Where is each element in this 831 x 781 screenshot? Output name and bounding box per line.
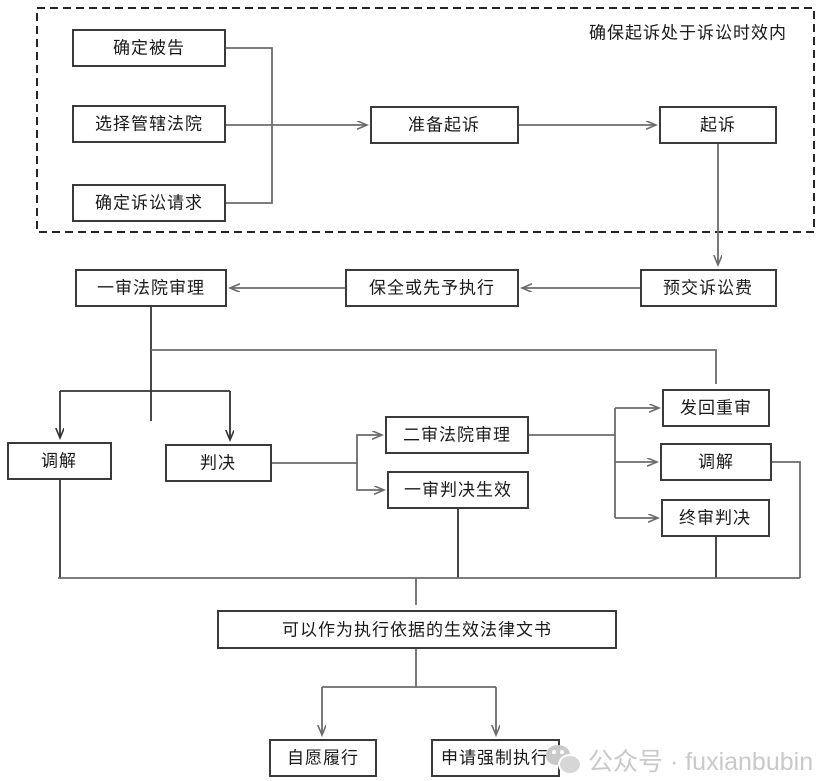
node-二审法院审理[interactable]: 二审法院审理 <box>385 416 529 454</box>
node-判决[interactable]: 判决 <box>165 444 272 482</box>
node-label: 终审判决 <box>679 508 751 527</box>
wechat-icon <box>546 745 582 775</box>
node-选择管辖法院[interactable]: 选择管辖法院 <box>72 105 226 143</box>
node-label: 确定诉讼请求 <box>95 193 203 212</box>
node-一审判决生效[interactable]: 一审判决生效 <box>387 471 529 509</box>
node-终审判决[interactable]: 终审判决 <box>661 499 770 537</box>
edge-n10-to-n11 <box>356 435 381 463</box>
node-调解-second-instance[interactable]: 调解 <box>660 443 772 481</box>
node-label: 申请强制执行 <box>441 748 549 767</box>
node-自愿履行[interactable]: 自愿履行 <box>269 739 377 777</box>
node-确定被告[interactable]: 确定被告 <box>72 29 226 67</box>
node-label: 确定被告 <box>113 38 185 57</box>
node-保全或先予执行[interactable]: 保全或先予执行 <box>345 269 519 307</box>
node-预交诉讼费[interactable]: 预交诉讼费 <box>640 269 777 307</box>
node-label: 预交诉讼费 <box>663 278 753 297</box>
node-label: 判决 <box>200 453 236 472</box>
edge-n10-to-n12 <box>356 463 383 490</box>
node-可以作为执行依据的生效法律文书[interactable]: 可以作为执行依据的生效法律文书 <box>217 610 617 649</box>
node-申请强制执行[interactable]: 申请强制执行 <box>431 739 560 777</box>
node-label: 可以作为执行依据的生效法律文书 <box>282 620 552 639</box>
watermark-text: 公众号 · fuxianbubin <box>588 748 814 776</box>
node-准备起诉[interactable]: 准备起诉 <box>370 106 519 144</box>
node-确定诉讼请求[interactable]: 确定诉讼请求 <box>72 184 226 222</box>
node-label: 起诉 <box>700 115 736 134</box>
preparation-stage-group <box>36 7 815 233</box>
edge-n14-down <box>771 461 801 578</box>
edge-n1-to-n4 <box>225 47 273 125</box>
node-label: 选择管辖法院 <box>95 114 203 133</box>
node-label: 调解 <box>41 451 77 470</box>
watermark: 公众号 · fuxianbubin <box>546 742 813 778</box>
node-发回重审[interactable]: 发回重审 <box>662 389 770 427</box>
node-起诉[interactable]: 起诉 <box>659 106 777 144</box>
node-调解-first-instance[interactable]: 调解 <box>7 442 112 480</box>
limitation-period-note: 确保起诉处于诉讼时效内 <box>589 23 787 42</box>
node-一审法院审理[interactable]: 一审法院审理 <box>75 269 227 307</box>
node-label: 一审法院审理 <box>97 278 205 297</box>
node-label: 发回重审 <box>680 398 752 417</box>
node-label: 调解 <box>698 452 734 471</box>
edge-n8-bus-to-n13 <box>151 349 717 384</box>
node-label: 准备起诉 <box>408 115 480 134</box>
node-label: 自愿履行 <box>287 748 359 767</box>
node-label: 一审判决生效 <box>404 480 512 499</box>
edge-n3-to-n4 <box>225 125 273 204</box>
edge-layer <box>58 47 801 734</box>
node-label: 二审法院审理 <box>403 425 511 444</box>
node-label: 保全或先予执行 <box>369 278 495 297</box>
